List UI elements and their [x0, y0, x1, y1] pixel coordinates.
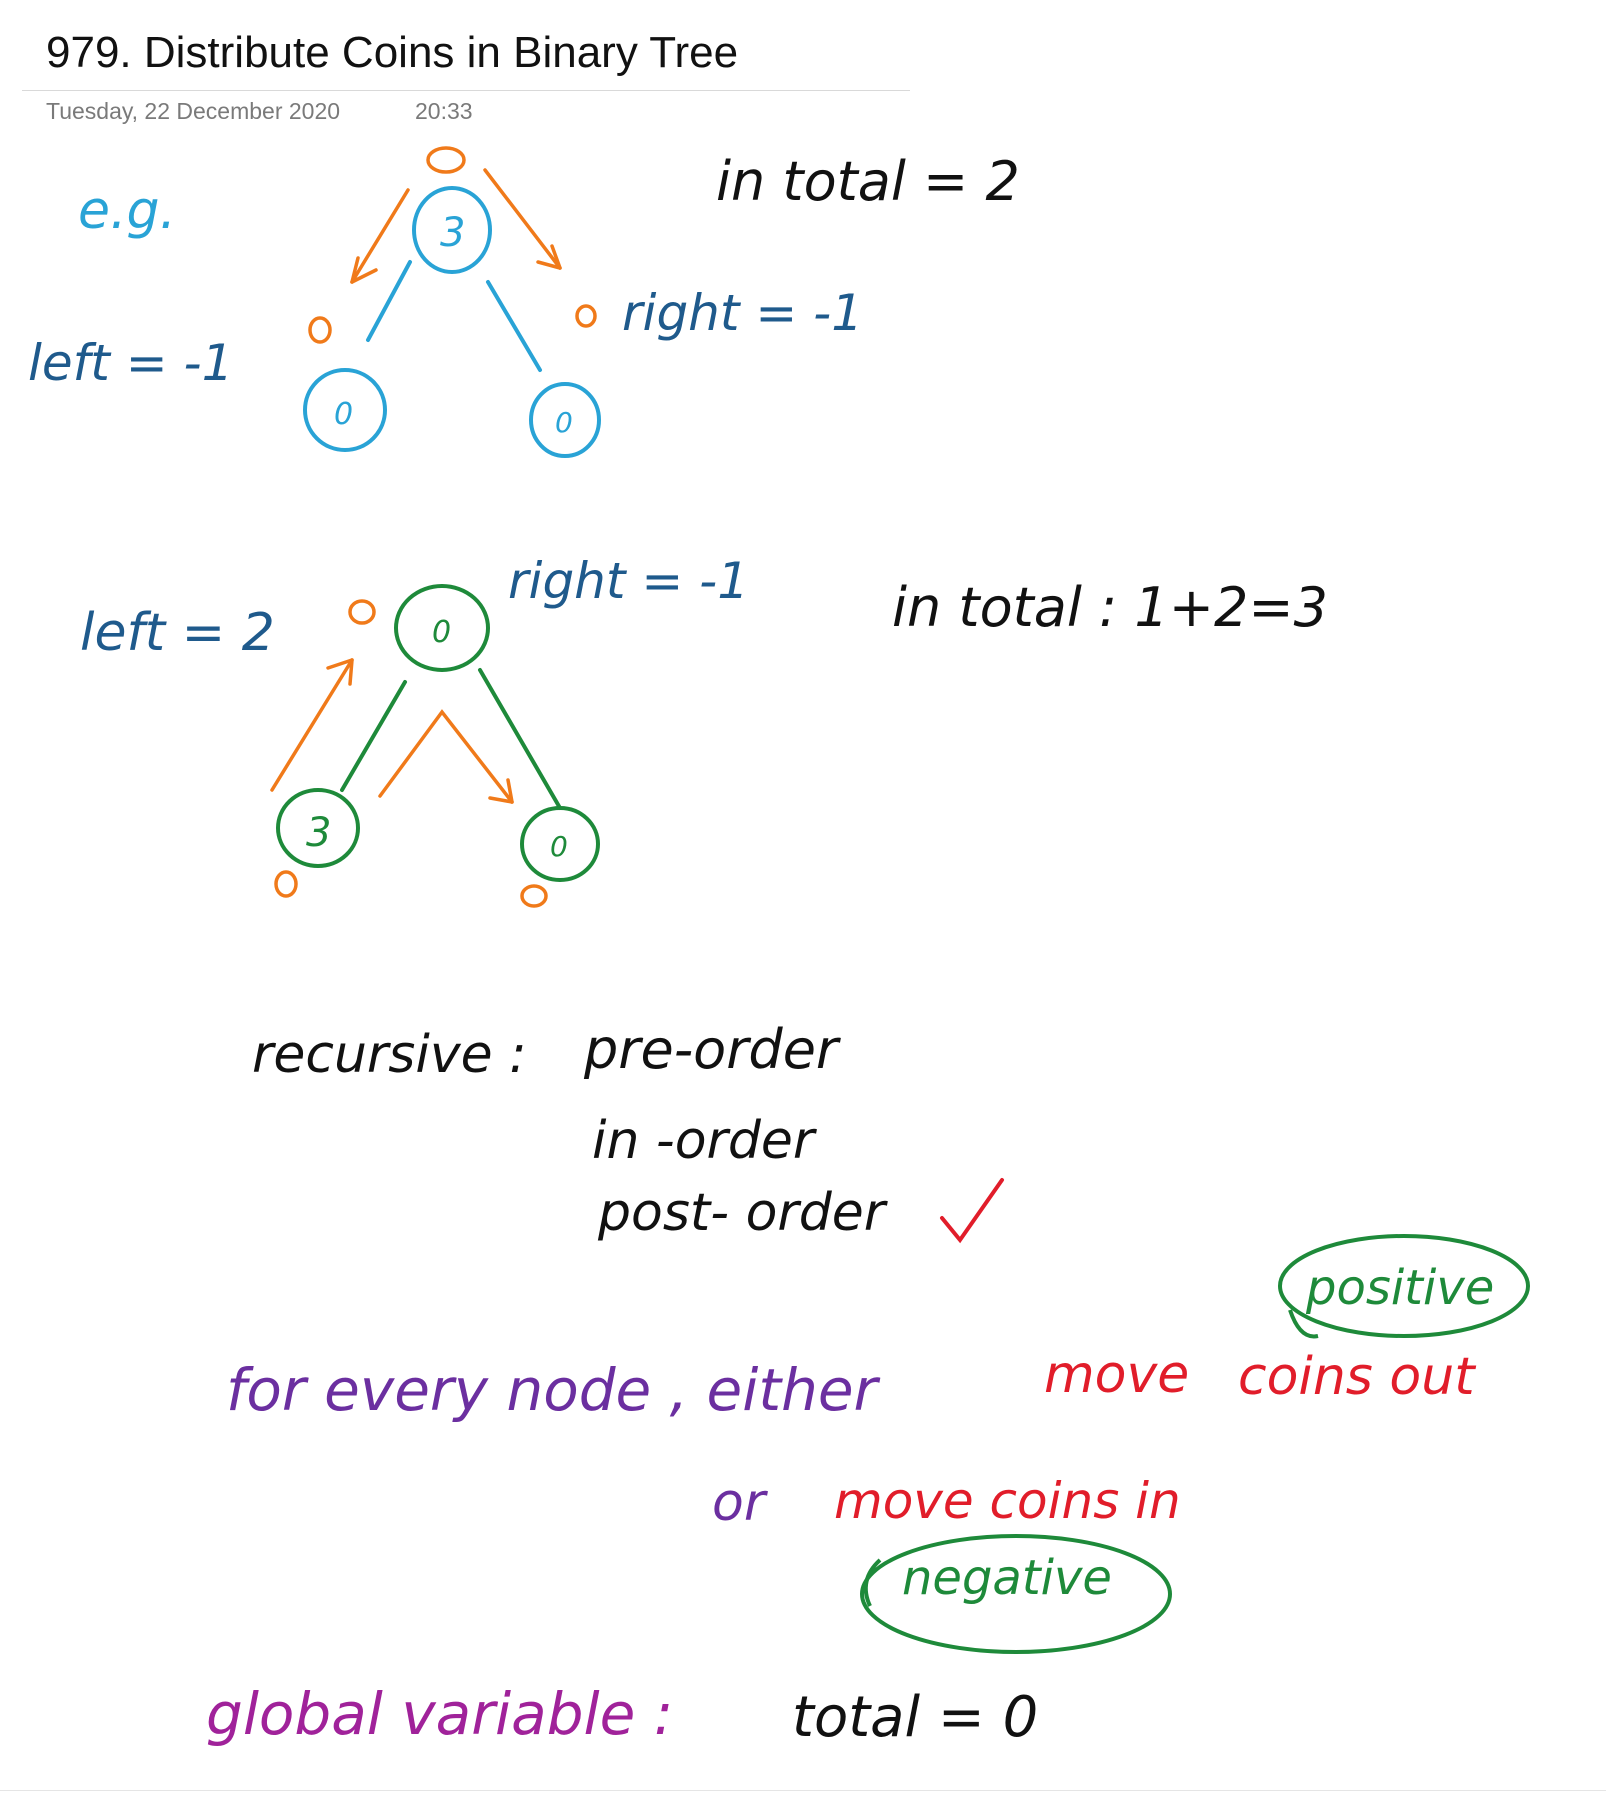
- tree1-root-value: 3: [440, 210, 465, 256]
- tree2-arrow-up-head: [326, 658, 354, 686]
- traversal-pre-order: pre-order: [583, 1018, 841, 1081]
- tree2-left-coin: [274, 870, 298, 898]
- tree1-left-coin: [308, 316, 332, 344]
- tree2-right-coin: [520, 884, 548, 908]
- tree2-edges: [340, 668, 562, 810]
- tree2-arrow-over-head: [488, 778, 514, 804]
- tree2-edge-left: [340, 680, 407, 792]
- rule-move-word: move: [1044, 1345, 1189, 1405]
- tree2-arrow-over: [378, 709, 514, 804]
- tree1-left-value: 0: [334, 397, 353, 432]
- recursive-heading: recursive :: [252, 1025, 527, 1085]
- eg-label: e.g.: [78, 181, 176, 241]
- tree1-arrow-right: [483, 168, 562, 270]
- tree1-root-coin: [426, 146, 466, 174]
- global-variable-label: global variable :: [206, 1680, 673, 1748]
- tree1-edge-right: [486, 280, 542, 372]
- ex2-left-label: left = 2: [80, 603, 275, 663]
- note-date: Tuesday, 22 December 2020: [46, 98, 341, 124]
- ex1-total-label: in total = 2: [716, 150, 1020, 213]
- tree2-left-node: [276, 788, 360, 868]
- tree2-right-value: 0: [550, 830, 568, 863]
- tree1-coin-flows: [308, 146, 597, 344]
- positive-circle: [1278, 1234, 1530, 1338]
- tree2-edge-right: [478, 668, 562, 810]
- tree1-edge-left: [366, 260, 412, 342]
- tree1-root-node: [412, 186, 492, 274]
- rule-or: or: [712, 1473, 769, 1533]
- tree2-coin-flows: [270, 599, 548, 908]
- check-mark-icon: [940, 1178, 1004, 1244]
- note-time: 20:33: [415, 98, 473, 124]
- tree1-arrow-left-head: [350, 256, 378, 284]
- tree2-right-node: [520, 806, 600, 882]
- tree1-edges: [366, 260, 542, 372]
- global-total-value: total = 0: [792, 1685, 1038, 1750]
- tree1-arrow-left: [350, 188, 410, 284]
- positive-pointer: [1288, 1309, 1319, 1339]
- tree2-root-node: [394, 584, 490, 672]
- tree1-right-value: 0: [555, 406, 573, 439]
- negative-pointer: [863, 1558, 882, 1607]
- tree1-left-node: [303, 368, 387, 452]
- tree2-arrow-up: [270, 658, 354, 792]
- title-divider: [22, 90, 910, 91]
- tree2-nodes: [276, 584, 600, 882]
- rule-move-coins-in: move coins in: [834, 1472, 1181, 1530]
- rule-coins-out: coins out: [1238, 1347, 1476, 1407]
- tree1-right-node: [529, 382, 601, 458]
- tree1-nodes: [303, 186, 601, 458]
- ex2-right-label: right = -1: [508, 552, 749, 610]
- tree2-root-coin: [348, 599, 376, 625]
- negative-circle: [860, 1534, 1172, 1654]
- ex1-left-label: left = -1: [28, 334, 233, 392]
- traversal-post-order: post- order: [597, 1183, 889, 1243]
- page-bottom-divider: [0, 1790, 1606, 1791]
- tree2-left-value: 3: [306, 810, 331, 856]
- rule-line1-purple: for every node , either: [226, 1356, 881, 1424]
- ex1-right-label: right = -1: [622, 284, 863, 342]
- page-title: 979. Distribute Coins in Binary Tree: [46, 28, 739, 77]
- tree2-root-value: 0: [432, 615, 451, 650]
- tree1-arrow-right-head: [536, 244, 562, 270]
- positive-label: positive: [1305, 1260, 1494, 1316]
- negative-label: negative: [902, 1550, 1112, 1606]
- traversal-in-order: in -order: [592, 1111, 818, 1171]
- ex2-total-label: in total : 1+2=3: [892, 576, 1328, 639]
- tree1-right-coin: [575, 304, 597, 328]
